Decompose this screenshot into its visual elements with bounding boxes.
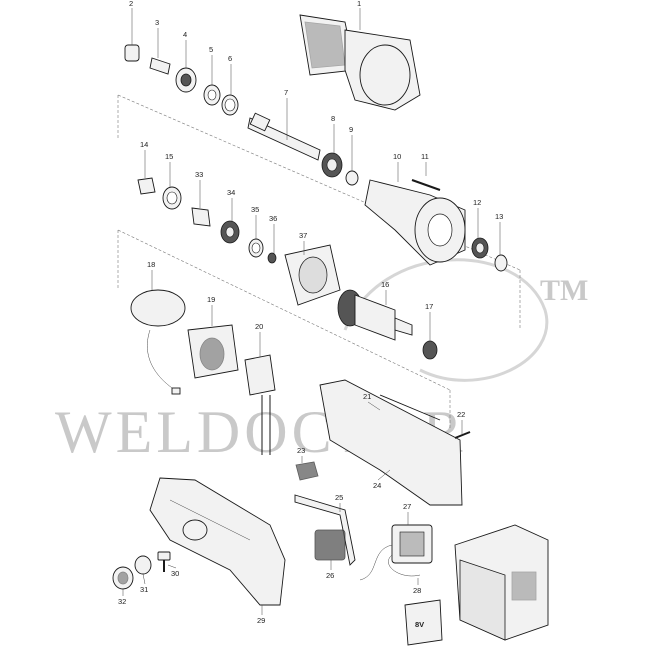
part-number-24: 24 (373, 481, 381, 490)
part-screw-11 (411, 179, 441, 191)
part-rear-housing (149, 477, 286, 606)
part-number-31: 31 (140, 585, 148, 594)
part-bearing-8 (321, 152, 343, 178)
part-number-22: 22 (457, 410, 465, 419)
part-washer-15 (162, 186, 182, 210)
part-number-28: 28 (413, 586, 421, 595)
part-number-7: 7 (284, 88, 288, 97)
part-clamp-band (130, 289, 186, 395)
part-number-1: 1 (357, 0, 361, 8)
part-number-5: 5 (209, 45, 213, 54)
part-bearing-34 (220, 220, 240, 244)
part-clip-14 (137, 177, 156, 195)
part-number-36: 36 (269, 214, 277, 223)
part-bearing-12 (471, 237, 489, 259)
part-battery (454, 524, 549, 641)
part-number-25: 25 (335, 493, 343, 502)
part-brush-holder (244, 354, 276, 455)
part-bearing-17 (422, 340, 438, 360)
part-number-12: 12 (473, 198, 481, 207)
part-terminal: 8V (404, 599, 443, 646)
part-number-4: 4 (183, 30, 187, 39)
part-screw-22 (454, 431, 471, 439)
terminal-label: 8V (415, 620, 424, 629)
part-number-29: 29 (257, 616, 265, 625)
part-number-37: 37 (299, 231, 307, 240)
part-number-15: 15 (165, 152, 173, 161)
part-bracket-33 (191, 207, 211, 227)
part-number-35: 35 (251, 205, 259, 214)
part-grip-housing (299, 14, 421, 111)
part-housing-half (319, 379, 463, 506)
part-number-33: 33 (195, 170, 203, 179)
part-washer-5 (203, 84, 221, 106)
part-spindle (247, 112, 321, 161)
part-washer-6 (221, 94, 239, 116)
part-number-17: 17 (425, 302, 433, 311)
part-number-21: 21 (363, 392, 371, 401)
part-number-13: 13 (495, 212, 503, 221)
part-number-34: 34 (227, 188, 235, 197)
part-switch-lever (294, 494, 356, 566)
part-flange-37 (284, 244, 341, 306)
part-cap-32 (112, 566, 134, 590)
part-screw-30 (157, 551, 171, 572)
part-collet-nut (124, 44, 140, 62)
part-number-20: 20 (255, 322, 263, 331)
part-motor-housing (364, 179, 466, 266)
leader-lines (122, 8, 501, 615)
part-knob-31 (134, 555, 152, 575)
part-number-11: 11 (421, 152, 429, 161)
part-collet (149, 57, 171, 75)
part-number-2: 2 (129, 0, 133, 8)
part-nut-36 (267, 252, 277, 264)
part-controller (359, 524, 433, 581)
part-ring-35 (248, 238, 264, 258)
part-sleeve (187, 324, 239, 379)
part-switch-26 (314, 529, 346, 561)
part-ring-9 (345, 170, 359, 186)
part-number-6: 6 (228, 54, 232, 63)
part-number-32: 32 (118, 597, 126, 606)
part-number-3: 3 (155, 18, 159, 27)
part-number-26: 26 (326, 571, 334, 580)
part-number-16: 16 (381, 280, 389, 289)
part-number-18: 18 (147, 260, 155, 269)
part-number-8: 8 (331, 114, 335, 123)
part-armature (337, 289, 413, 341)
part-number-19: 19 (207, 295, 215, 304)
part-number-14: 14 (140, 140, 148, 149)
part-switch-button (295, 461, 319, 481)
part-bearing-housing (175, 67, 197, 93)
part-number-10: 10 (393, 152, 401, 161)
part-number-23: 23 (297, 446, 305, 455)
part-number-30: 30 (171, 569, 179, 578)
part-number-27: 27 (403, 502, 411, 511)
part-fan-13 (494, 254, 508, 272)
part-number-9: 9 (349, 125, 353, 134)
watermark-trademark: TM (540, 274, 588, 307)
part-number-labels: 1 2 3 4 5 6 7 8 9 10 11 12 13 14 15 16 1… (118, 0, 503, 625)
